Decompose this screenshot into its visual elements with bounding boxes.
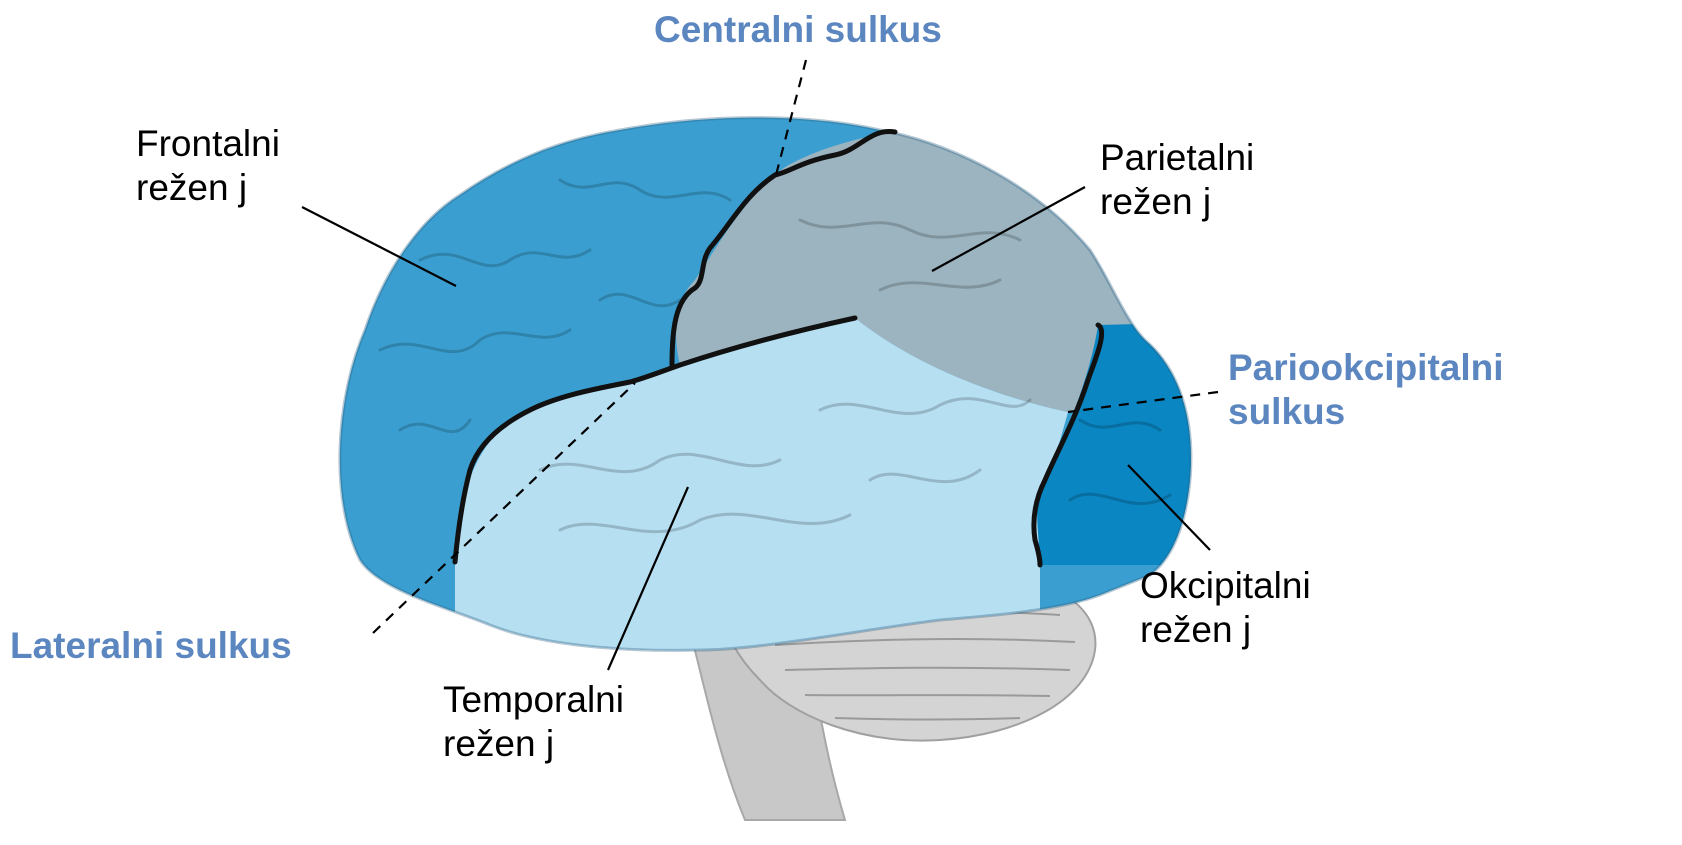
lateral-sulcus-label: Lateralni sulkus: [10, 624, 292, 668]
frontal-lobe-label-line2: režen j: [136, 166, 280, 210]
temporal-lobe-label-line2: režen j: [443, 722, 624, 766]
central-sulcus-label: Centralni sulkus: [654, 8, 942, 52]
parietal-lobe-label: Parietalni režen j: [1100, 136, 1254, 224]
frontal-lobe-label: Frontalni režen j: [136, 122, 280, 210]
occipital-lobe-label-line2: režen j: [1140, 608, 1311, 652]
parieto-occipital-sulcus-label-line2: sulkus: [1228, 390, 1504, 434]
parieto-occipital-sulcus-label: Pariookcipitalni sulkus: [1228, 346, 1504, 434]
occipital-lobe-label-line1: Okcipitalni: [1140, 564, 1311, 608]
parietal-lobe-label-line2: režen j: [1100, 180, 1254, 224]
parieto-occipital-sulcus-label-line1: Pariookcipitalni: [1228, 346, 1504, 390]
temporal-lobe-label-line1: Temporalni: [443, 678, 624, 722]
parietal-lobe-label-line1: Parietalni: [1100, 136, 1254, 180]
frontal-lobe-label-line1: Frontalni: [136, 122, 280, 166]
temporal-lobe-label: Temporalni režen j: [443, 678, 624, 766]
occipital-lobe-label: Okcipitalni režen j: [1140, 564, 1311, 652]
